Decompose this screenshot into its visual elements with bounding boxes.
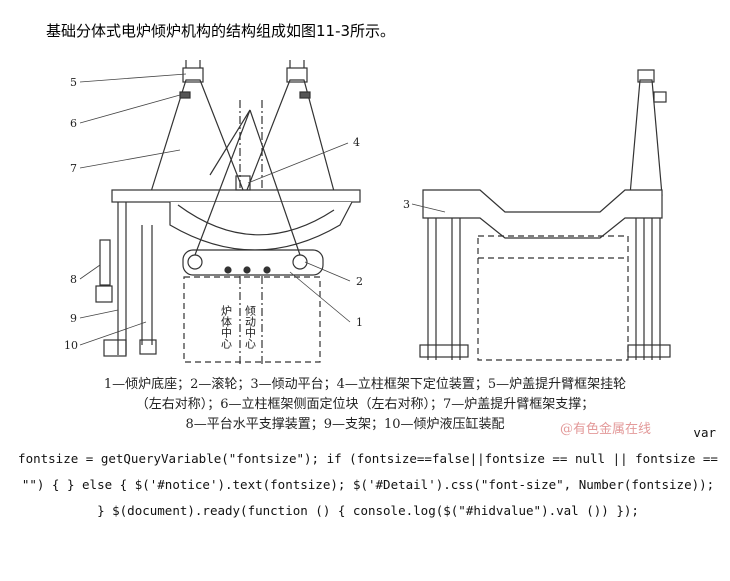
watermark: @有色金属在线 [560, 422, 652, 437]
leaked-script-text: var fontsize = getQueryVariable("fontsiz… [18, 420, 718, 524]
side-tower [629, 69, 667, 196]
legend-line-1: 1—倾炉底座；2—滚轮；3—倾动平台；4—立柱框架下定位装置；5—炉盖提升臂框架… [103, 377, 627, 392]
legend-line-2: （左右对称）；6—立柱框架侧面定位块（左右对称）；7—炉盖提升臂框架支撑； [135, 397, 595, 412]
tilt-center-label: 倾动中心 [244, 305, 257, 349]
callout-6: 6 [70, 117, 77, 130]
callout-9: 9 [70, 312, 77, 325]
furnace-center-label: 炉体中心 [220, 305, 233, 349]
code-body: fontsize = getQueryVariable("fontsize");… [18, 451, 718, 518]
side-legs-left [419, 218, 469, 360]
callout-4: 4 [353, 136, 360, 149]
intro-text: 基础分体式电炉倾炉机构的结构组成如图11-3所示。 [46, 22, 396, 40]
right-tower [244, 60, 336, 196]
rollers [182, 249, 324, 276]
code-first-word: var [693, 425, 716, 440]
callout-8: 8 [70, 273, 77, 286]
callout-2: 2 [356, 275, 363, 288]
left-support-legs [95, 202, 157, 357]
side-legs-right [627, 218, 671, 360]
tilt-platform [111, 175, 361, 251]
callout-3: 3 [403, 198, 410, 211]
side-platform [422, 189, 663, 239]
callout-5: 5 [70, 76, 77, 89]
left-tower [149, 60, 246, 196]
callout-7: 7 [70, 162, 77, 175]
callout-10: 10 [64, 339, 78, 352]
legend-line-3: 8—平台水平支撑装置；9—支架；10—倾炉液压缸装配 [185, 417, 505, 432]
tilting-mechanism-drawing: 5 6 7 4 8 9 10 2 1 3 炉体中心 倾动中心 [64, 60, 671, 365]
callout-1: 1 [356, 316, 363, 329]
